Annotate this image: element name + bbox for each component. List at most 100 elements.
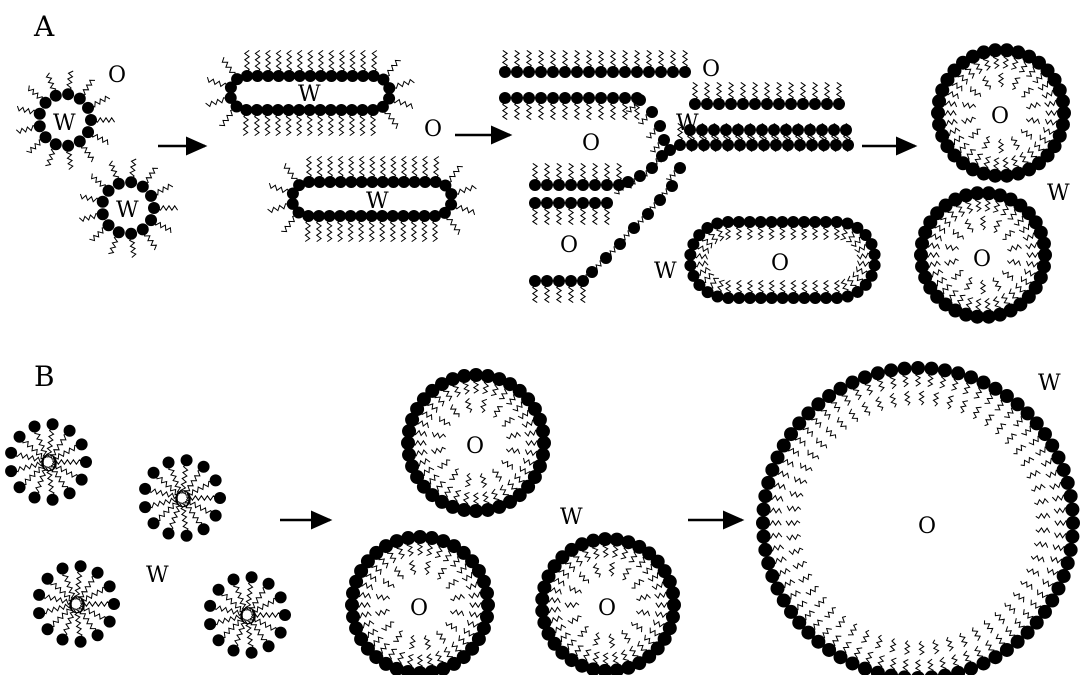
micelle-b1-oil-label: O: [40, 452, 58, 477]
headgroup: [744, 292, 756, 304]
amphiphile: [858, 652, 873, 675]
headgroup: [62, 140, 74, 152]
amphiphile: [679, 50, 691, 78]
headgroup: [287, 198, 299, 210]
amphiphile: [283, 104, 295, 136]
headgroup: [139, 501, 151, 513]
headgroup: [50, 138, 62, 150]
amphiphile: [252, 50, 264, 82]
headgroup: [553, 179, 565, 191]
headgroup: [746, 139, 758, 151]
headgroup: [263, 578, 275, 590]
headgroup: [737, 98, 749, 110]
amphiphile: [529, 275, 541, 303]
amphiphile: [535, 92, 547, 120]
headgroup: [367, 104, 379, 116]
amphiphile: [756, 516, 781, 530]
headgroup: [773, 98, 785, 110]
headgroup: [610, 663, 624, 675]
amphiphile: [951, 366, 965, 390]
amphiphile: [911, 361, 925, 386]
amphiphile: [565, 163, 577, 191]
amphiphile: [911, 660, 925, 675]
headgroup: [722, 216, 734, 228]
amphiphile: [377, 60, 400, 85]
amphiphile: [541, 197, 553, 225]
headgroup: [586, 534, 600, 548]
amphiphile: [324, 156, 336, 188]
amphiphile: [219, 100, 242, 125]
droplet-1-water-label: W: [298, 82, 321, 107]
amphiphile: [757, 502, 782, 516]
amphiphile: [761, 476, 785, 490]
headgroup: [47, 418, 59, 430]
headgroup: [366, 176, 378, 188]
amphiphile: [931, 106, 956, 120]
headgroup: [830, 139, 842, 151]
amphiphile: [722, 216, 734, 240]
amphiphile: [262, 50, 274, 82]
amphiphile: [469, 368, 483, 393]
amphiphile: [204, 614, 242, 630]
headgroup: [33, 607, 45, 619]
b-stage2-water-label: W: [560, 505, 583, 530]
a-stage1-oil-label: O: [108, 63, 126, 88]
amphiphile: [470, 598, 495, 612]
headgroup: [765, 569, 779, 583]
amphiphile: [620, 222, 640, 240]
headgroup: [666, 586, 680, 600]
headgroup: [1057, 569, 1071, 583]
headgroup: [664, 144, 676, 156]
amphiphile: [619, 50, 631, 78]
amphiphile: [1052, 489, 1077, 503]
headgroup: [419, 176, 431, 188]
headgroup: [806, 139, 818, 151]
amphiphile: [988, 158, 1002, 183]
panel-a-label: A: [33, 10, 55, 43]
headgroup: [711, 218, 723, 230]
amphiphile: [982, 186, 996, 211]
headgroup: [666, 180, 678, 192]
headgroup: [787, 292, 799, 304]
amphiphile: [46, 73, 61, 102]
headgroup: [761, 476, 775, 490]
amphiphile: [610, 533, 624, 558]
headgroup: [313, 210, 325, 222]
amphiphile: [744, 216, 756, 240]
headgroup: [523, 66, 535, 78]
amphiphile: [982, 298, 996, 323]
micelle-b2-oil-label: O: [174, 488, 192, 513]
headgroup: [757, 530, 771, 544]
amphiphile: [409, 156, 421, 188]
headgroup: [607, 92, 619, 104]
headgroup: [858, 370, 872, 384]
amphiphile: [833, 82, 845, 110]
amphiphile: [1054, 502, 1079, 516]
headgroup: [356, 176, 368, 188]
headgroup: [911, 361, 925, 375]
amphiphile: [523, 92, 535, 120]
headgroup: [536, 424, 550, 438]
amphiphile: [366, 210, 378, 242]
amphiphile: [222, 57, 243, 85]
amphiphile: [529, 197, 541, 225]
headgroup: [842, 290, 854, 302]
amphiphile: [766, 280, 778, 304]
headgroup: [383, 82, 395, 94]
amphiphile: [1051, 556, 1075, 570]
amphiphile: [761, 82, 773, 110]
headgroup: [273, 70, 285, 82]
amphiphile: [425, 654, 439, 675]
headgroup: [304, 70, 316, 82]
amphiphile: [137, 223, 157, 250]
headgroup: [674, 162, 686, 174]
headgroup: [684, 249, 696, 261]
headgroup: [1051, 450, 1065, 464]
amphiphile: [109, 161, 124, 190]
headgroup: [125, 176, 137, 188]
headgroup: [684, 260, 696, 272]
amphiphile: [345, 210, 357, 242]
headgroup: [820, 292, 832, 304]
headgroup: [397, 210, 409, 222]
headgroup: [884, 363, 898, 377]
